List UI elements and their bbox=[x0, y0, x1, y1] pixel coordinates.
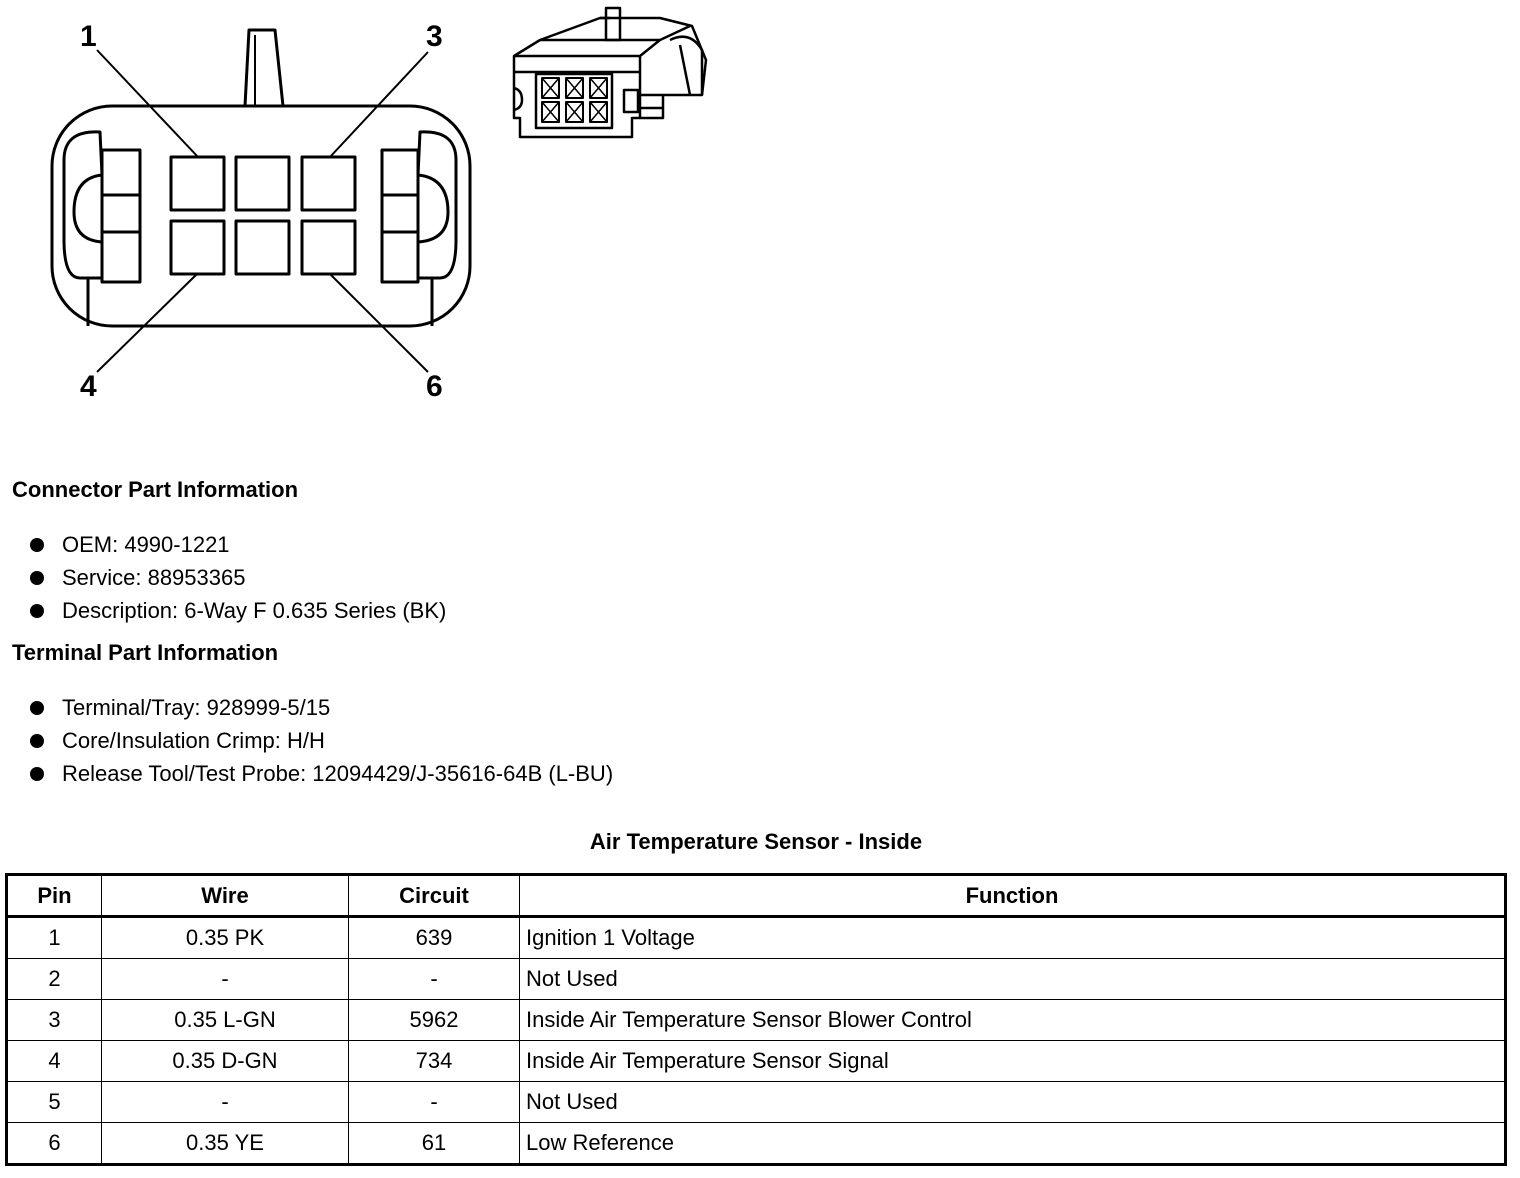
bullet-icon bbox=[30, 538, 44, 552]
column-header-pin: Pin bbox=[6, 874, 102, 917]
connector-oem: OEM: 4990-1221 bbox=[62, 532, 230, 557]
cell-pin: 4 bbox=[6, 1040, 102, 1082]
terminal-tray: Terminal/Tray: 928999-5/15 bbox=[62, 695, 331, 720]
column-header-wire: Wire bbox=[101, 874, 349, 917]
cavity-6 bbox=[300, 219, 357, 276]
connector-description: Description: 6-Way F 0.635 Series (BK) bbox=[62, 598, 447, 623]
list-item: Service: 88953365 bbox=[28, 561, 446, 594]
cavity-5 bbox=[234, 219, 291, 276]
cavity-3 bbox=[300, 155, 357, 212]
terminal-cavities bbox=[169, 155, 357, 276]
bullet-icon bbox=[30, 571, 44, 585]
connector-face-diagram bbox=[50, 6, 708, 373]
cell-wire: 0.35 L-GN bbox=[101, 999, 349, 1041]
table-title: Air Temperature Sensor - Inside bbox=[589, 829, 923, 854]
list-item: OEM: 4990-1221 bbox=[28, 528, 446, 561]
cell-pin: 1 bbox=[6, 916, 102, 959]
pin-callout-1: 1 bbox=[80, 20, 97, 53]
terminal-release-tool: Release Tool/Test Probe: 12094429/J-3561… bbox=[62, 761, 614, 786]
connector-latch-tab bbox=[243, 28, 285, 107]
cell-function: Inside Air Temperature Sensor Blower Con… bbox=[519, 999, 1506, 1041]
table-header-row: Pin Wire Circuit Function bbox=[6, 874, 1506, 917]
table-row: 1 0.35 PK 639 Ignition 1 Voltage bbox=[6, 916, 1506, 959]
table-row: 5 - - Not Used bbox=[6, 1081, 1506, 1123]
bullet-icon bbox=[30, 701, 44, 715]
cell-pin: 5 bbox=[6, 1081, 102, 1123]
cell-pin: 3 bbox=[6, 999, 102, 1041]
table-row: 2 - - Not Used bbox=[6, 958, 1506, 1000]
terminal-info-heading: Terminal Part Information bbox=[12, 640, 279, 665]
cell-wire: - bbox=[101, 1081, 349, 1123]
cell-function: Not Used bbox=[519, 1081, 1506, 1123]
pinout-table: Pin Wire Circuit Function 1 0.35 PK 639 … bbox=[5, 873, 1507, 1166]
callout-leader-lines bbox=[96, 49, 429, 373]
pin-callout-3: 3 bbox=[426, 20, 443, 53]
cell-function: Not Used bbox=[519, 958, 1506, 1000]
connector-info-list: OEM: 4990-1221 Service: 88953365 Descrip… bbox=[28, 528, 446, 627]
table-row: 3 0.35 L-GN 5962 Inside Air Temperature … bbox=[6, 999, 1506, 1041]
cavity-2 bbox=[234, 155, 291, 212]
cell-pin: 6 bbox=[6, 1122, 102, 1165]
cell-wire: 0.35 D-GN bbox=[101, 1040, 349, 1082]
bullet-icon bbox=[30, 767, 44, 781]
cell-circuit: 5962 bbox=[348, 999, 520, 1041]
terminal-info-list: Terminal/Tray: 928999-5/15 Core/Insulati… bbox=[28, 691, 613, 790]
terminal-crimp: Core/Insulation Crimp: H/H bbox=[62, 728, 325, 753]
cell-circuit: - bbox=[348, 1081, 520, 1123]
table-row: 4 0.35 D-GN 734 Inside Air Temperature S… bbox=[6, 1040, 1506, 1082]
pin-callout-4: 4 bbox=[80, 370, 97, 403]
list-item: Core/Insulation Crimp: H/H bbox=[28, 724, 613, 757]
bullet-icon bbox=[30, 734, 44, 748]
connector-housing bbox=[50, 104, 472, 328]
column-header-circuit: Circuit bbox=[348, 874, 520, 917]
cell-circuit: 639 bbox=[348, 916, 520, 959]
cell-function: Low Reference bbox=[519, 1122, 1506, 1165]
connector-service: Service: 88953365 bbox=[62, 565, 246, 590]
cell-circuit: 61 bbox=[348, 1122, 520, 1165]
cell-circuit: 734 bbox=[348, 1040, 520, 1082]
cell-wire: - bbox=[101, 958, 349, 1000]
connector-3d-view bbox=[512, 6, 708, 139]
list-item: Release Tool/Test Probe: 12094429/J-3561… bbox=[28, 757, 613, 790]
list-item: Description: 6-Way F 0.635 Series (BK) bbox=[28, 594, 446, 627]
cell-circuit: - bbox=[348, 958, 520, 1000]
column-header-function: Function bbox=[519, 874, 1506, 917]
bullet-icon bbox=[30, 604, 44, 618]
connector-info-heading: Connector Part Information bbox=[12, 477, 299, 502]
cell-pin: 2 bbox=[6, 958, 102, 1000]
cell-wire: 0.35 PK bbox=[101, 916, 349, 959]
cell-function: Inside Air Temperature Sensor Signal bbox=[519, 1040, 1506, 1082]
cell-wire: 0.35 YE bbox=[101, 1122, 349, 1165]
table-row: 6 0.35 YE 61 Low Reference bbox=[6, 1122, 1506, 1165]
cavity-1 bbox=[169, 155, 226, 212]
list-item: Terminal/Tray: 928999-5/15 bbox=[28, 691, 613, 724]
cell-function: Ignition 1 Voltage bbox=[519, 916, 1506, 959]
pin-callout-6: 6 bbox=[426, 370, 443, 403]
cavity-4 bbox=[169, 219, 226, 276]
